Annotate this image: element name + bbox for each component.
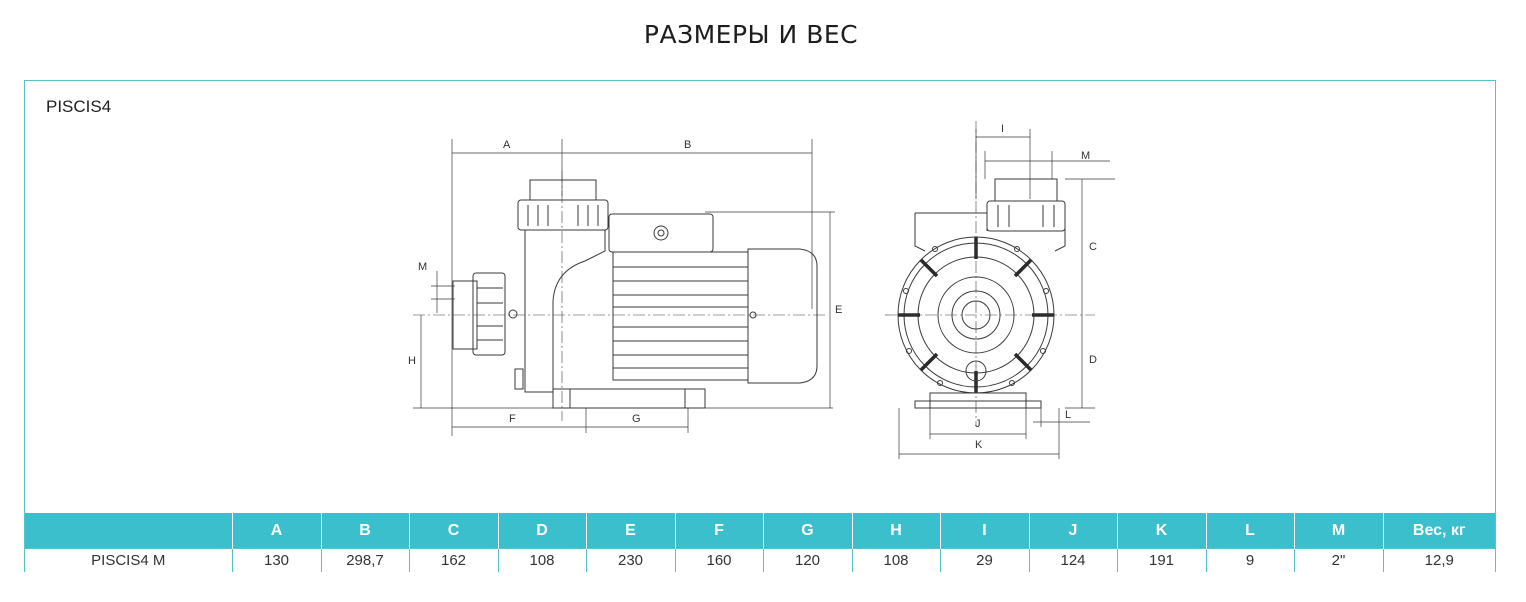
cell-h: 108 <box>852 548 941 572</box>
col-header-d: D <box>498 513 587 549</box>
cell-weight: 12,9 <box>1383 548 1495 572</box>
dim-label-b: B <box>684 139 691 151</box>
cell-b: 298,7 <box>321 548 410 572</box>
dim-label-g: G <box>632 413 641 425</box>
col-header-c: C <box>409 513 499 549</box>
col-header-a: A <box>232 513 322 549</box>
col-header-i: I <box>940 513 1030 549</box>
col-header-k: K <box>1117 513 1207 549</box>
cell-model: PISCIS4 M <box>25 548 233 572</box>
col-header-b: B <box>321 513 410 549</box>
dim-label-i: I <box>1001 123 1004 135</box>
dimensions-table: A B C D E F G H I J K L M Вес, кг PISCIS… <box>25 513 1495 572</box>
dim-label-e: E <box>835 304 842 316</box>
page-title: РАЗМЕРЫ И ВЕС <box>643 20 859 49</box>
table-row: PISCIS4 M 130 298,7 162 108 230 160 120 … <box>25 548 1495 572</box>
dim-label-j: J <box>975 418 981 430</box>
col-header-weight: Вес, кг <box>1383 513 1495 549</box>
cell-m: 2" <box>1294 548 1384 572</box>
cell-j: 124 <box>1029 548 1118 572</box>
col-header-l: L <box>1206 513 1295 549</box>
dim-label-d: D <box>1089 354 1097 366</box>
dim-label-h: H <box>408 355 416 367</box>
cell-e: 230 <box>586 548 676 572</box>
col-header-h: H <box>852 513 941 549</box>
model-label: PISCIS4 <box>46 97 112 116</box>
dim-label-k: K <box>975 439 983 451</box>
dim-label-l: L <box>1065 409 1071 421</box>
cell-f: 160 <box>675 548 764 572</box>
dim-label-f: F <box>509 413 516 425</box>
dim-label-m-front: M <box>1081 150 1090 162</box>
cell-c: 162 <box>409 548 499 572</box>
dim-label-c: C <box>1089 241 1097 253</box>
cell-g: 120 <box>763 548 853 572</box>
col-header-model <box>25 513 233 549</box>
col-header-e: E <box>586 513 676 549</box>
dim-label-m-side: M <box>418 261 427 273</box>
dimensions-panel: PISCIS4 <box>24 80 1496 572</box>
cell-l: 9 <box>1206 548 1295 572</box>
cell-a: 130 <box>232 548 322 572</box>
table-header-row: A B C D E F G H I J K L M Вес, кг <box>25 513 1495 549</box>
cell-i: 29 <box>940 548 1030 572</box>
col-header-j: J <box>1029 513 1118 549</box>
cell-k: 191 <box>1117 548 1207 572</box>
col-header-g: G <box>763 513 853 549</box>
pump-technical-drawing: A B C D E F G H I J K L M M <box>408 121 1115 459</box>
dim-label-a: A <box>503 139 511 151</box>
cell-d: 108 <box>498 548 587 572</box>
col-header-f: F <box>675 513 764 549</box>
col-header-m: M <box>1294 513 1384 549</box>
